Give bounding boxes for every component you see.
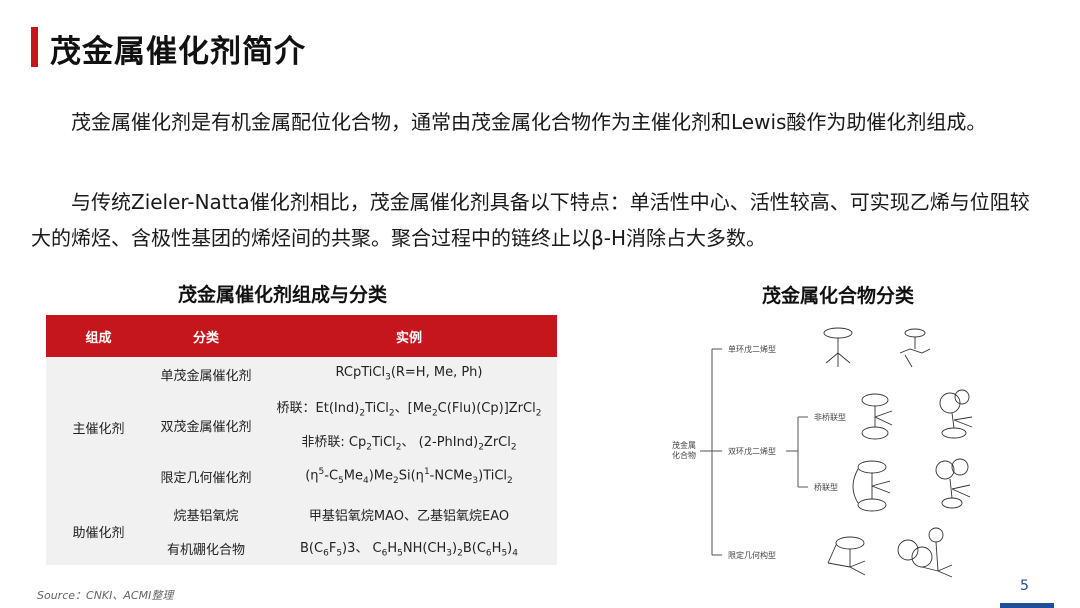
sub-branch-bridged: 桥联型 [814,482,838,492]
header-example: 实例 [261,315,557,357]
header-composition: 组成 [46,315,151,357]
intro-paragraph-1: 茂金属催化剂是有机金属配位化合物，通常由茂金属化合物作为主催化剂和Lewis酸作… [71,110,987,134]
diagram-root-label-2: 化合物 [672,450,696,460]
group-main: 主催化剂 [46,357,151,497]
row-example: 甲基铝氧烷MAO、乙基铝氧烷EAO [261,497,557,531]
sub-branch-nonbridged: 非桥联型 [814,412,846,422]
row-example: 非桥联: Cp2TiCl2、 (2-PhInd)2ZrCl2 [261,425,557,459]
catalyst-table: 组成 分类 实例 主催化剂 单茂金属催化剂 RCpTiCl3(R=H, Me, … [46,315,557,565]
table-title: 茂金属催化剂组成与分类 [178,284,388,306]
row-example: B(C6F5)3、 C6H5NH(CH3)2B(C6H5)4 [261,531,557,565]
structure-mono-cp-2 [899,328,931,368]
diagram-root-label-1: 茂金属 [672,440,696,450]
branch-constrained: 限定几何构型 [728,550,776,560]
table-row [46,493,557,497]
header-category: 分类 [151,315,261,357]
title-accent-bar [31,27,38,67]
structure-nonbridged-1 [861,393,893,440]
structure-nonbridged-2 [939,389,973,439]
table-row: 非桥联: Cp2TiCl2、 (2-PhInd)2ZrCl2 [46,425,557,459]
page-number-bar [1000,603,1054,608]
branch-mono-cp: 单环戊二烯型 [728,344,776,354]
table-row: 助催化剂 烷基铝氧烷 甲基铝氧烷MAO、乙基铝氧烷EAO [46,497,557,565]
row-spacer [151,493,557,497]
row-category: 单茂金属催化剂 [151,357,261,391]
metallocene-classification-diagram: 茂金属 化合物 单环戊二烯型 双环戊二烯型 限定几何构型 非桥联型 桥联型 [672,327,973,578]
row-category: 烷基铝氧烷 [151,497,261,531]
structure-constrained-2 [897,527,953,578]
table-header-row: 组成 分类 实例 [46,315,557,357]
table-row: 主催化剂 单茂金属催化剂 RCpTiCl3(R=H, Me, Ph) [46,357,557,497]
structure-bridged-1 [852,460,891,512]
diagram-title: 茂金属化合物分类 [762,285,915,307]
page-title: 茂金属催化剂简介 [50,34,306,70]
structure-bridged-2 [935,458,971,509]
table-row: 有机硼化合物 B(C6F5)3、 C6H5NH(CH3)2B(C6H5)4 [46,531,557,565]
branch-bis-cp: 双环戊二烯型 [728,446,776,456]
row-example: RCpTiCl3(R=H, Me, Ph) [261,357,557,391]
page-number: 5 [1020,578,1029,594]
row-example: 桥联：Et(Ind)2TiCl2、[Me2C(Flu)(Cp)]ZrCl2 [261,391,557,425]
source-note: Source：CNKI、ACMI整理 [37,589,174,602]
intro-paragraph-2: 与传统Zieler-Natta催化剂相比，茂金属催化剂具备以下特点：单活性中心、… [31,190,1030,250]
structure-mono-cp-1 [823,327,853,367]
group-co: 助催化剂 [46,497,151,565]
row-category: 有机硼化合物 [151,531,261,565]
row-category: 限定几何催化剂 [151,459,261,493]
table-row: 限定几何催化剂 (η5-C5Me4)Me2Si(η1-NCMe3)TiCl2 [46,459,557,493]
table-row: 双茂金属催化剂 桥联：Et(Ind)2TiCl2、[Me2C(Flu)(Cp)]… [46,391,557,459]
structure-constrained-1 [827,536,866,576]
row-category: 双茂金属催化剂 [151,391,261,459]
row-example: (η5-C5Me4)Me2Si(η1-NCMe3)TiCl2 [261,459,557,493]
